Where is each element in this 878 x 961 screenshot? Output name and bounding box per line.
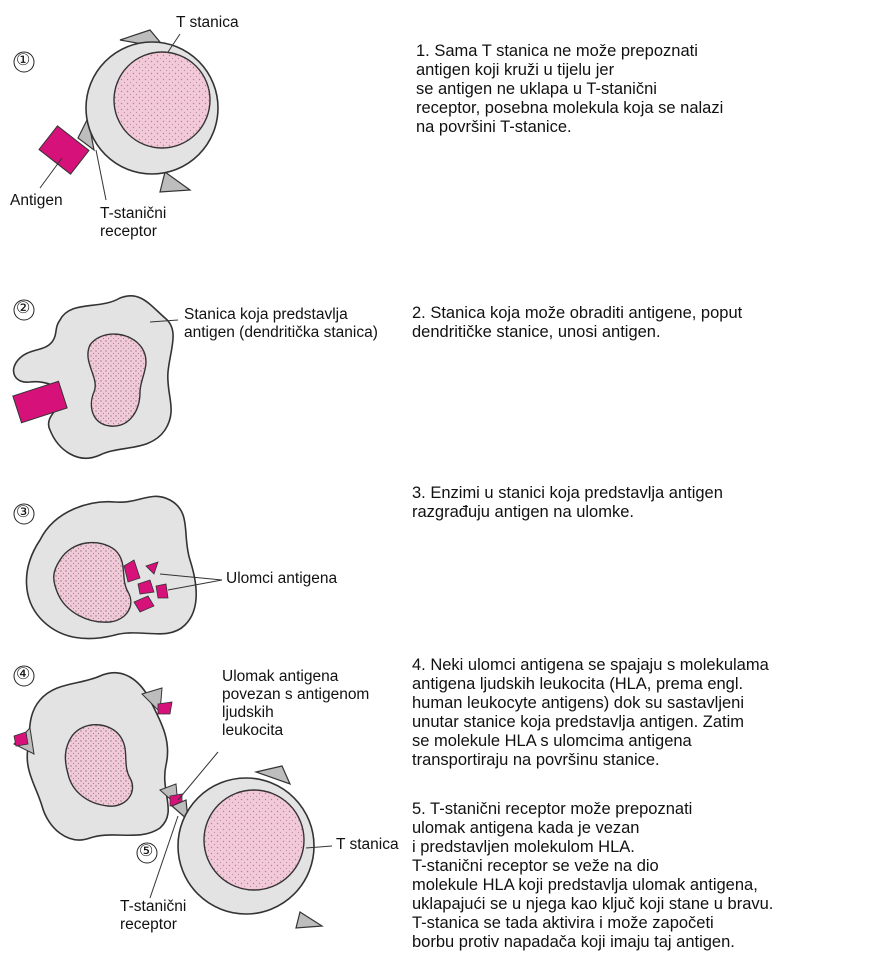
label-t-cell-top: T stanica — [176, 14, 239, 32]
step-text-1: 1. Sama T stanica ne može prepoznati ant… — [416, 42, 723, 137]
step-marker-3: ③ — [16, 504, 30, 522]
step-text-4: 4. Neki ulomci antigena se spajaju s mol… — [412, 656, 769, 770]
label-t-cell-bottom: T stanica — [336, 836, 399, 854]
leader-line — [96, 150, 106, 200]
step-text-2: 2. Stanica koja može obraditi antigene, … — [412, 304, 742, 342]
panel-1-t-cell — [39, 30, 218, 200]
label-antigen: Antigen — [10, 192, 63, 210]
antigen-fragment — [156, 584, 168, 598]
step-marker-4: ④ — [16, 666, 30, 684]
label-fragment-hla: Ulomak antigena povezan s antigenom ljud… — [222, 668, 369, 740]
t-cell-receptor-spike — [160, 172, 190, 192]
panel-2-dendritic-cell — [13, 296, 178, 458]
label-dendritic-cell: Stanica koja predstavlja antigen (dendri… — [184, 306, 378, 342]
t-cell-receptor-spike — [296, 912, 322, 928]
hla-fragment — [158, 702, 172, 714]
label-t-cell-receptor-1: T-stanični receptor — [100, 205, 166, 241]
step-marker-1: ① — [16, 52, 30, 70]
leader-line — [40, 158, 62, 188]
step-marker-2: ② — [16, 300, 30, 318]
step-text-3: 3. Enzimi u stanici koja predstavlja ant… — [412, 484, 723, 522]
label-antigen-fragments: Ulomci antigena — [226, 570, 337, 588]
panel-3-antigen-fragments — [26, 496, 222, 638]
label-t-cell-receptor-5: T-stanični receptor — [120, 898, 186, 934]
hla-fragment — [14, 732, 28, 746]
step-marker-5: ⑤ — [139, 843, 153, 861]
step-text-5: 5. T-stanični receptor može prepoznati u… — [412, 800, 773, 952]
